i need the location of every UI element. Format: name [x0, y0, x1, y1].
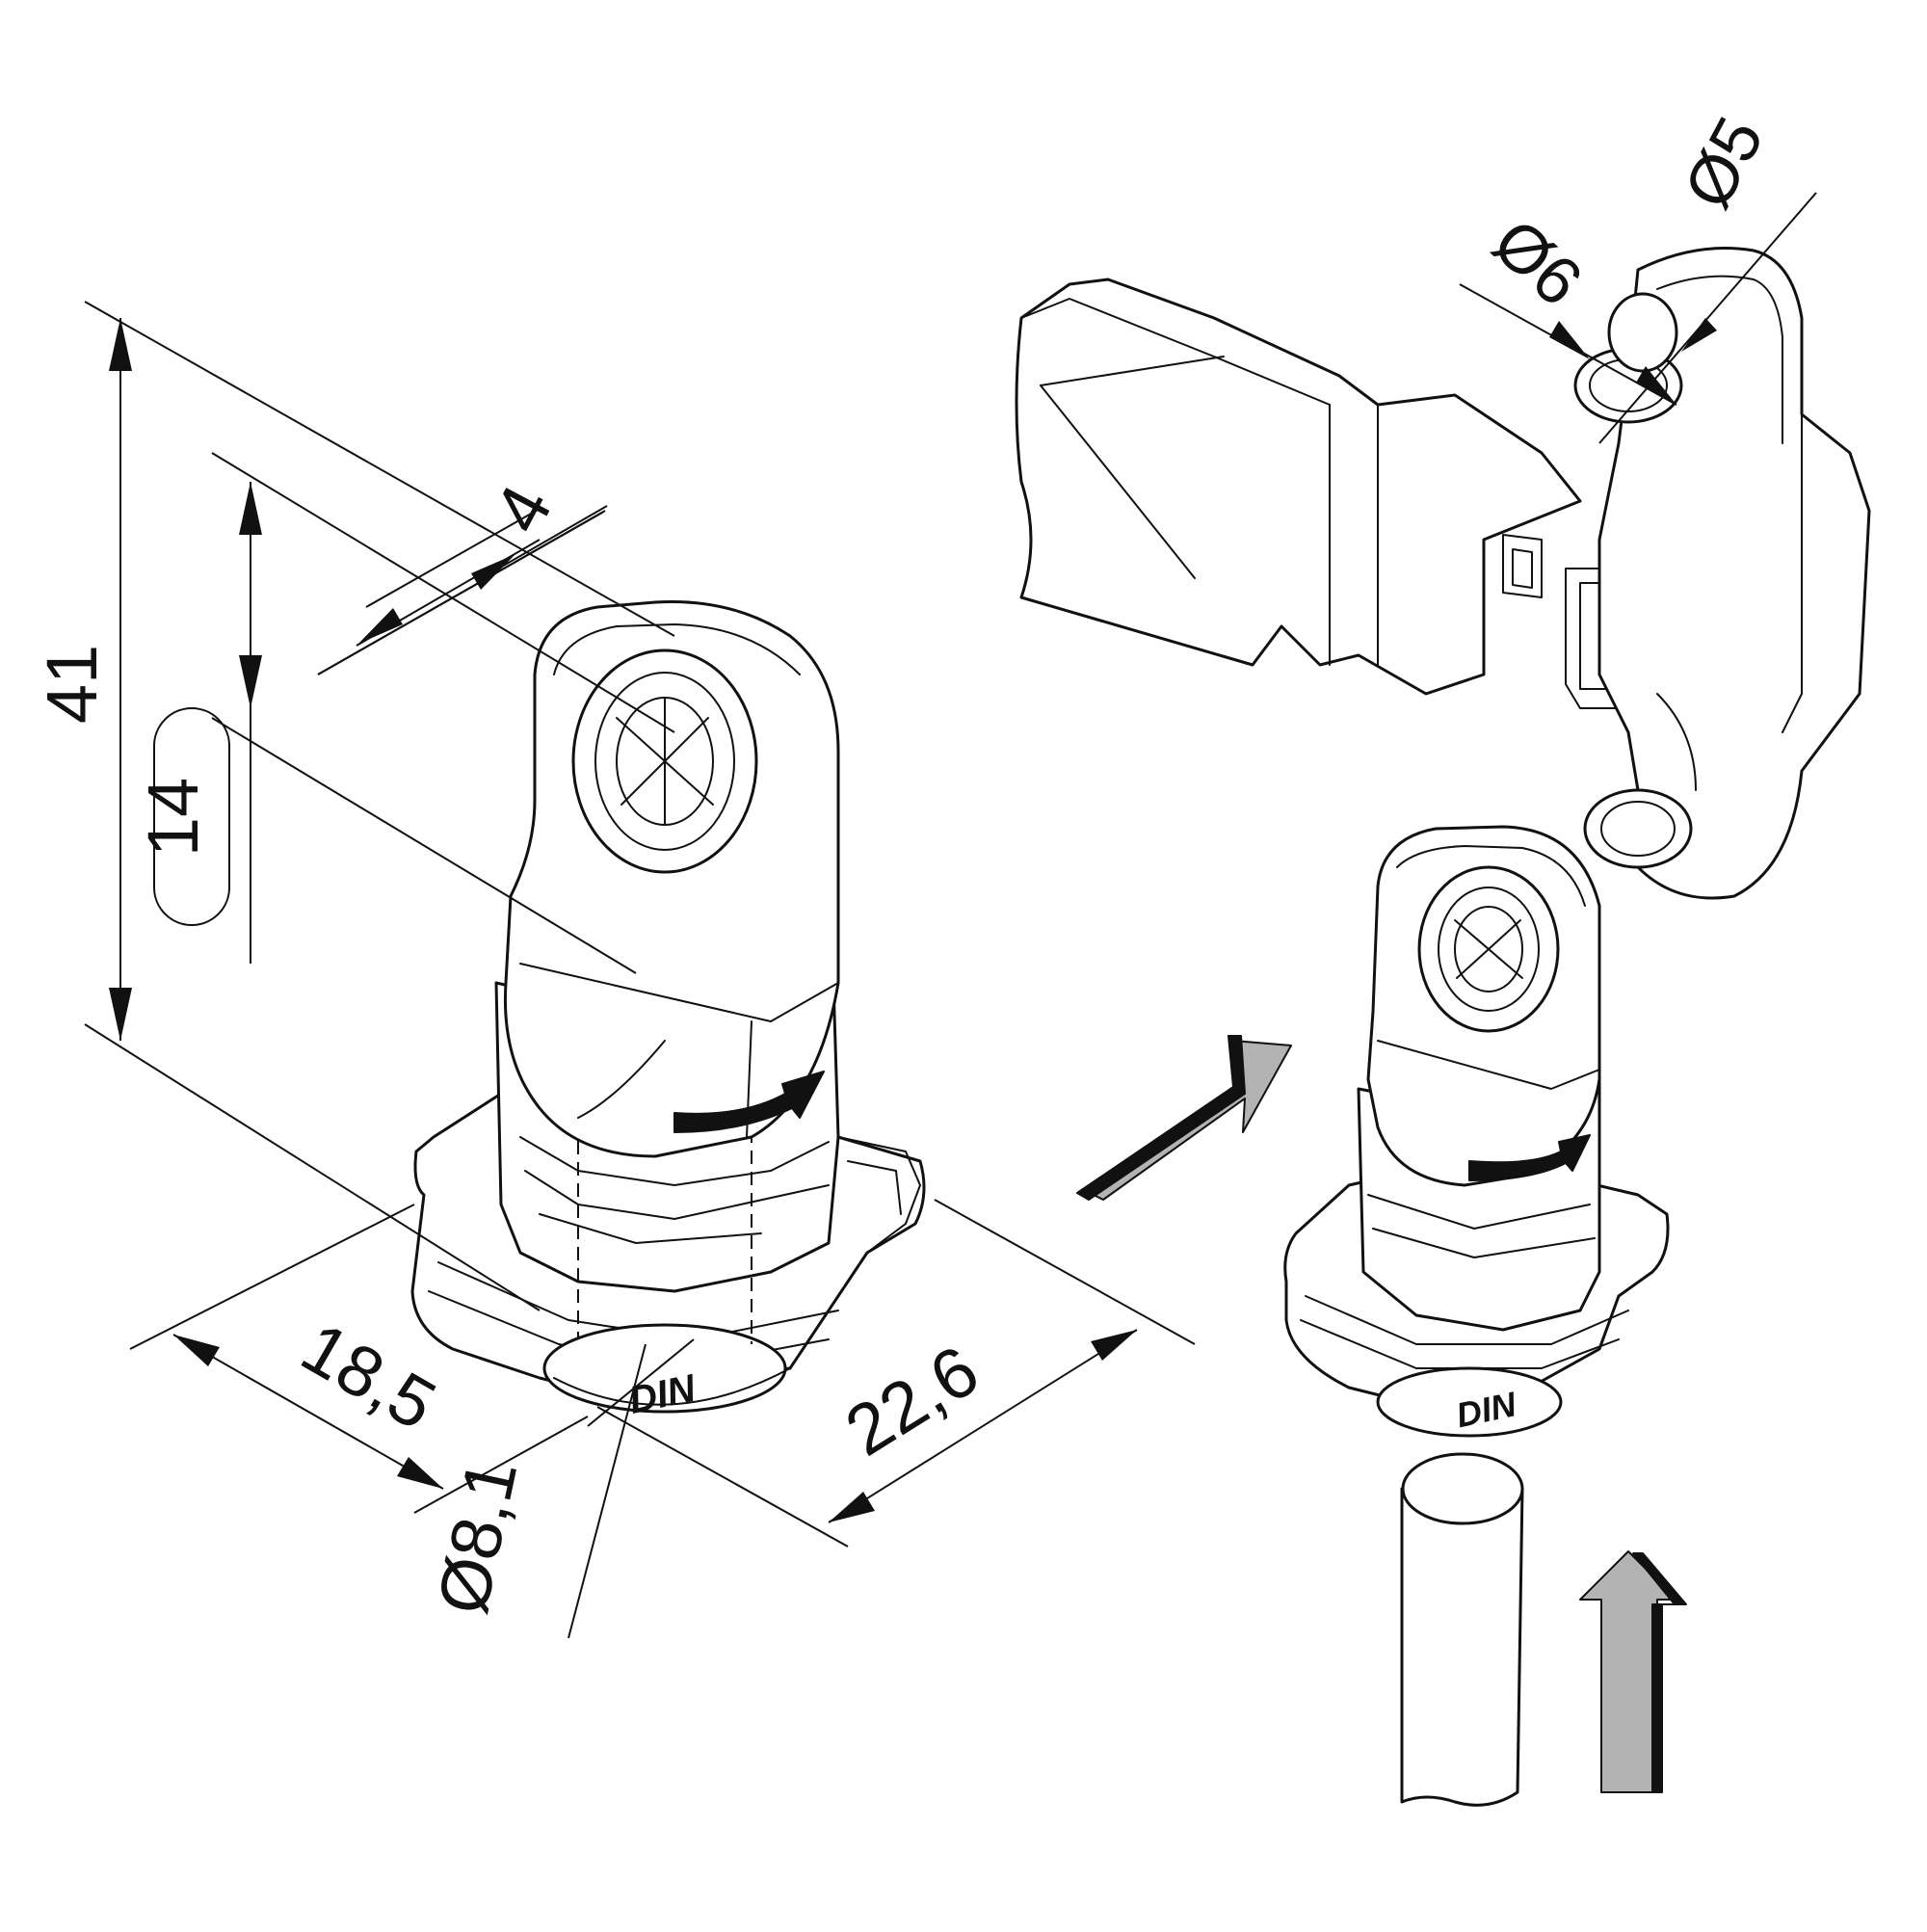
right-curved-arrow-icon: [1468, 1134, 1591, 1181]
dimension-label-22-6: 22,6: [832, 1330, 991, 1471]
arrow-up-icon: [1579, 1550, 1687, 1793]
dimension-41: 41: [32, 301, 675, 1311]
hinge-part-left: DIN: [410, 599, 926, 1422]
shaft-top: [1401, 1452, 1524, 1525]
curved-arrow-icon: [673, 1071, 825, 1133]
dimension-label-41: 41: [32, 645, 112, 724]
pin-upper-head: [1607, 292, 1678, 373]
dimension-14: 14: [133, 452, 675, 974]
shaft: [1400, 1452, 1524, 1807]
right-spindle-bottom: [1376, 1366, 1563, 1438]
dimension-label-diameter-5: Ø5: [1669, 105, 1778, 220]
dimension-label-4: 4: [478, 472, 568, 544]
shaft-body: [1400, 1487, 1524, 1807]
tongue-blade: [1015, 278, 1582, 696]
dimension-label-diameter-8-1: Ø8,1: [422, 1453, 533, 1621]
latch-tongue: [1015, 278, 1658, 709]
spindle-bottom: [542, 1323, 787, 1414]
hinge-part-right: DIN: [1283, 825, 1670, 1438]
dimension-label-diameter-6: Ø6: [1479, 204, 1597, 320]
arrow-right-up-icon: [1076, 1035, 1292, 1201]
dimension-label-14: 14: [133, 778, 213, 857]
dimension-box-14: [153, 707, 230, 926]
